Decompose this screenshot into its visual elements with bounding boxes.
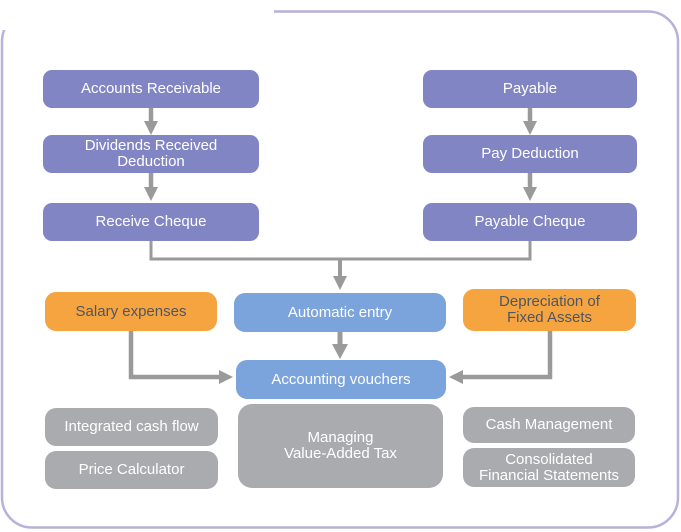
node-automatic-entry: Automatic entry	[234, 293, 446, 332]
node-payable: Payable	[423, 70, 637, 108]
arrow-automatic-to-vouchers	[332, 332, 348, 359]
node-accounting-vouchers: Accounting vouchers	[236, 360, 446, 399]
node-consolidated-financial-statements: Consolidated Financial Statements	[463, 448, 635, 487]
node-integrated-cash-flow: Integrated cash flow	[45, 408, 218, 446]
merge-connector	[149, 240, 532, 261]
node-depreciation-fixed-assets: Depreciation of Fixed Assets	[463, 289, 636, 331]
node-cash-management: Cash Management	[463, 407, 635, 443]
frame-border-mask	[0, 0, 274, 30]
node-receive-cheque: Receive Cheque	[43, 203, 259, 241]
node-pay-deduction: Pay Deduction	[423, 135, 637, 173]
frame-border	[0, 10, 680, 529]
arrow-merge-to-automatic	[333, 258, 347, 290]
arrow-paydeduction-to-payablecheque	[523, 172, 537, 201]
node-accounts-receivable: Accounts Receivable	[43, 70, 259, 108]
node-managing-value-added-tax: Managing Value-Added Tax	[238, 404, 443, 488]
arrow-dividends-to-receivecheque	[144, 172, 158, 201]
node-salary-expenses: Salary expenses	[45, 292, 217, 331]
node-price-calculator: Price Calculator	[45, 451, 218, 489]
node-dividends-received-deduction: Dividends Received Deduction	[43, 135, 259, 173]
arrow-salary-to-vouchers	[128, 331, 233, 384]
arrow-payable-to-paydeduction	[523, 107, 537, 135]
arrow-depreciation-to-vouchers	[449, 331, 553, 384]
arrow-accounts-to-dividends	[144, 107, 158, 135]
node-payable-cheque: Payable Cheque	[423, 203, 637, 241]
